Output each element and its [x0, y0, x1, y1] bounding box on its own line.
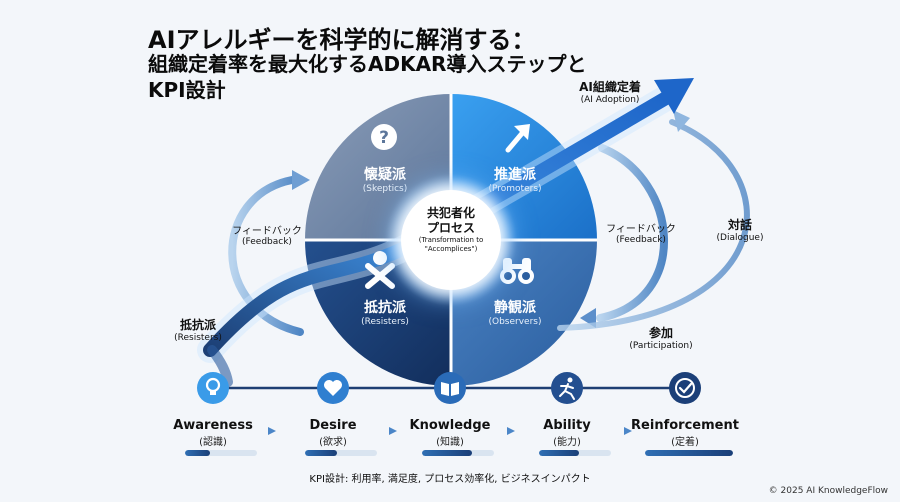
label-resisters: 抵抗派 (Resisters) — [361, 300, 409, 327]
label-feedback-left: フィードバック (Feedback) — [232, 226, 302, 247]
svg-text:?: ? — [379, 128, 389, 148]
step-knowledge: Knowledge(知識) — [409, 418, 491, 448]
step-progress-awareness — [185, 450, 257, 456]
label-observers: 静観派 (Observers) — [488, 300, 542, 327]
label-promoters: 推進派 (Promoters) — [488, 167, 542, 194]
check-circle-icon — [669, 372, 701, 404]
step-ability: Ability(能力) — [543, 418, 591, 448]
kpi-line: KPI設計: 利用率, 満足度, プロセス効率化, ビジネスインパクト — [309, 474, 591, 485]
label-dialogue: 対話 (Dialogue) — [716, 218, 764, 243]
label-resisters-origin: 抵抗派 (Resisters) — [174, 318, 222, 343]
title-line-1: AIアレルギーを科学的に解消する： — [148, 26, 536, 54]
title-line-3: KPI設計 — [148, 78, 226, 102]
step-awareness: Awareness(認識) — [173, 418, 253, 448]
step-desire: Desire(欲求) — [309, 418, 357, 448]
step-reinforcement: Reinforcement(定着) — [631, 418, 739, 448]
center-process: 共犯者化 プロセス (Transformation to "Accomplice… — [401, 190, 501, 290]
step-progress-reinforcement — [645, 450, 733, 456]
copyright: © 2025 AI KnowledgeFlow — [768, 486, 888, 496]
dialogue-arc-right — [557, 110, 750, 331]
step-chevrons — [268, 427, 632, 435]
step-progress-ability — [539, 450, 611, 456]
label-participation: 参加 (Participation) — [629, 326, 693, 351]
runner-icon — [551, 372, 583, 404]
step-progress-knowledge — [422, 450, 494, 456]
crossed-arms-icon — [365, 251, 395, 289]
feedback-arc-left — [228, 170, 310, 336]
book-icon — [434, 372, 466, 404]
question-icon: ? — [371, 124, 397, 150]
label-skeptics: 懐疑派 (Skeptics) — [362, 167, 408, 194]
lightbulb-icon — [197, 372, 229, 404]
title-line-2: 組織定着率を最大化するADKAR導入ステップと — [148, 52, 587, 76]
binoculars-icon — [500, 258, 534, 284]
heart-icon — [317, 372, 349, 404]
step-progress-desire — [305, 450, 377, 456]
arrow-up-right-icon — [505, 124, 530, 153]
label-ai-adoption: AI組織定着 (AI Adoption) — [579, 80, 641, 105]
label-feedback-right: フィードバック (Feedback) — [606, 224, 676, 245]
